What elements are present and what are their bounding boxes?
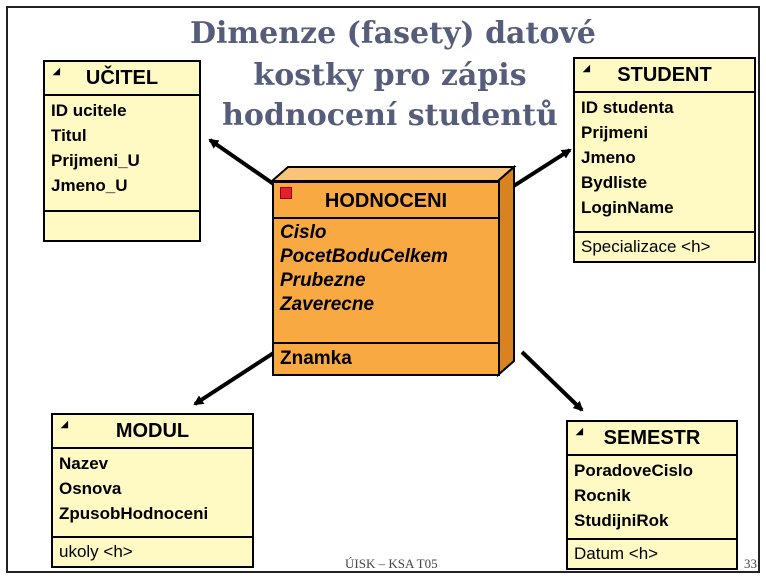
measure: Zaverecne [280, 294, 375, 315]
entity-operations [45, 210, 199, 240]
fact-cube-depth [269, 165, 517, 378]
measure: Cislo [280, 222, 327, 243]
slide-title-line-2: kostky pro zápis [253, 58, 527, 93]
class-stereotype-icon: ◢ [53, 66, 60, 76]
entity-operations: ukoly <h> [53, 536, 252, 566]
page-number: 33 [744, 556, 757, 571]
attribute: Rocnik [574, 486, 631, 505]
class-stereotype-icon: ◢ [61, 419, 68, 429]
entity-student: ◢ STUDENT ID studenta Prijmeni Jmeno Bydl… [573, 57, 756, 263]
entity-name: HODNOCENI [324, 190, 448, 212]
footer-text: ÚISK – KSA T05 [345, 556, 438, 571]
attribute: ZpusobHodnoceni [59, 504, 209, 523]
slide-frame [6, 6, 760, 573]
measure: PocetBoduCelkem [280, 246, 448, 267]
attribute: Nazev [59, 454, 109, 473]
attribute: Prijmeni_U [51, 151, 140, 170]
arrow-to-semestr [520, 350, 584, 412]
attribute: Prijmeni [581, 123, 649, 142]
attribute: Titul [51, 126, 87, 145]
attribute: StudijniRok [574, 511, 669, 530]
fact-table-icon [280, 187, 292, 199]
attribute: Osnova [59, 479, 122, 498]
entity-modul: ◢ MODUL Nazev Osnova ZpusobHodnoceni ukol… [51, 413, 254, 568]
entity-hodnoceni: HODNOCENI Cislo PocetBoduCelkem Prubezne… [272, 181, 500, 376]
slide-title-line-3: hodnocení studentů [222, 98, 558, 133]
entity-semestr: ◢ SEMESTR PoradoveCislo Rocnik StudijniRo… [566, 420, 738, 570]
attribute: ID ucitele [51, 101, 127, 120]
arrow-to-modul [193, 350, 277, 406]
entity-name: UČITEL [85, 67, 159, 89]
measure: Prubezne [280, 270, 366, 291]
entity-operations: Specializace <h> [575, 231, 754, 261]
class-stereotype-icon: ◢ [576, 426, 583, 436]
entity-name: SEMESTR [603, 427, 701, 449]
entity-name: STUDENT [617, 64, 712, 86]
attribute: Jmeno [581, 148, 636, 167]
attribute: LoginName [581, 198, 674, 217]
attribute: Jmeno_U [51, 176, 128, 195]
entity-name: MODUL [115, 420, 190, 442]
entity-ucitel: ◢ UČITEL ID ucitele Titul Prijmeni_U Jmen… [43, 60, 201, 242]
attribute: ID studenta [581, 98, 674, 117]
attribute: Bydliste [581, 173, 648, 192]
class-stereotype-icon: ◢ [583, 63, 590, 73]
entity-operations: Datum <h> [568, 538, 736, 568]
entity-operations: Znamka [274, 342, 498, 374]
attribute: PoradoveCislo [574, 461, 694, 480]
arrow-to-ucitel [208, 138, 277, 187]
slide-title-line-1: Dimenze (fasety) datové [190, 16, 596, 51]
